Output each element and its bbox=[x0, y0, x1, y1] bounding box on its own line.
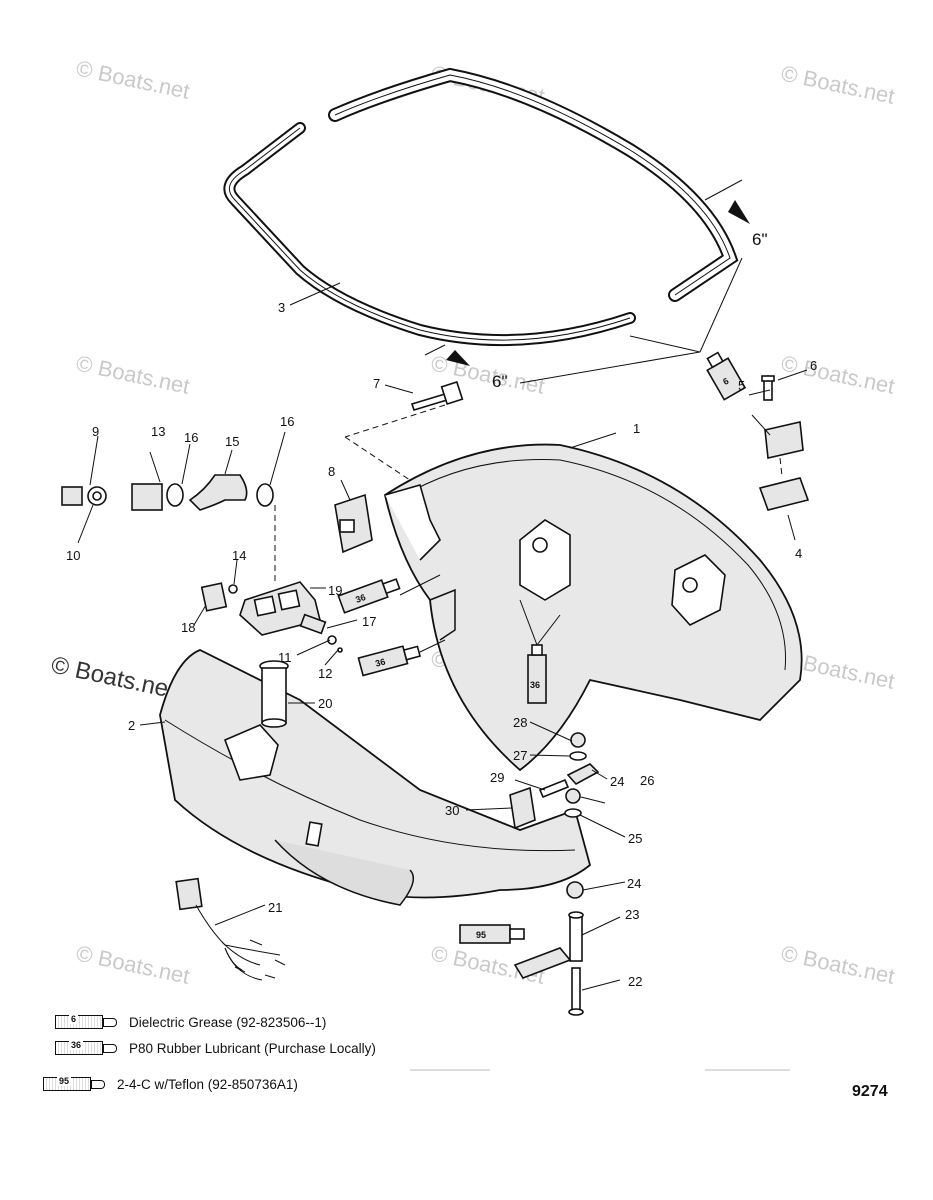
callout-11: 11 bbox=[278, 650, 292, 665]
callout-12: 12 bbox=[318, 666, 332, 681]
callout-28: 28 bbox=[513, 715, 527, 730]
harness-part-21 bbox=[175, 877, 286, 981]
callout-29: 29 bbox=[490, 770, 504, 785]
pivot-parts-22-23 bbox=[513, 911, 584, 1016]
callout-23: 23 bbox=[625, 907, 639, 922]
teflon-tube-icon: 95 bbox=[459, 924, 525, 944]
legend-item: 95 2-4-C w/Teflon (92-850736A1) bbox=[43, 1076, 298, 1092]
callout-18: 18 bbox=[181, 620, 195, 635]
cowl-part-1 bbox=[383, 443, 803, 772]
grommet-part-20 bbox=[259, 660, 289, 728]
fitting-parts-9-10 bbox=[61, 486, 107, 506]
watermark: © Boats.net bbox=[779, 350, 897, 398]
callout-21: 21 bbox=[268, 900, 282, 915]
svg-text:36: 36 bbox=[374, 656, 386, 668]
figure-number: 9274 bbox=[852, 1083, 888, 1100]
svg-text:6: 6 bbox=[721, 376, 730, 387]
lubricant-tube-icon: 36 bbox=[357, 645, 421, 677]
tube-icon: 6 bbox=[55, 1014, 119, 1030]
svg-text:36: 36 bbox=[530, 680, 540, 690]
callout-7: 7 bbox=[373, 376, 380, 391]
tube-icon: 95 bbox=[43, 1076, 107, 1092]
callout-5: 5 bbox=[738, 378, 745, 393]
callout-30: 30 bbox=[445, 803, 459, 818]
latch-part-8 bbox=[334, 493, 373, 554]
callout-15: 15 bbox=[225, 434, 239, 449]
watermark: © Boats.net bbox=[74, 55, 192, 103]
lubricant-tube-icon: 36 bbox=[337, 578, 401, 614]
legend-text: P80 Rubber Lubricant (Purchase Locally) bbox=[129, 1040, 376, 1056]
watermark-dark: © Boats.net bbox=[49, 651, 178, 704]
switch-parts-14-18 bbox=[200, 582, 238, 612]
callout-16: 16 bbox=[280, 414, 294, 429]
watermark: © Boats.net bbox=[74, 350, 192, 398]
watermark: © Boats.net bbox=[779, 60, 897, 108]
screw-part-7 bbox=[410, 380, 464, 411]
callout-1: 1 bbox=[633, 421, 640, 436]
hose-parts-13-15-16 bbox=[131, 474, 274, 511]
callout-24: 24 bbox=[627, 876, 641, 891]
callout-4: 4 bbox=[795, 546, 802, 561]
callout-24: 24 bbox=[610, 774, 624, 789]
callout-25: 25 bbox=[628, 831, 642, 846]
dimension-label: 6" bbox=[492, 372, 508, 391]
dimension-label: 6" bbox=[752, 230, 768, 249]
watermark: © Boats.net bbox=[779, 940, 897, 988]
grease-tube-icon: 6 bbox=[706, 351, 747, 401]
bracket-parts-4-5-6 bbox=[758, 375, 810, 541]
callout-3: 3 bbox=[278, 300, 285, 315]
leader-lines bbox=[77, 282, 808, 991]
watermark: © Boats.net bbox=[74, 940, 192, 988]
lubricant-tube-icon: 36 bbox=[527, 644, 547, 704]
callout-17: 17 bbox=[362, 614, 376, 629]
callout-13: 13 bbox=[151, 424, 165, 439]
tube-icon: 36 bbox=[55, 1040, 119, 1056]
seal-part-3 bbox=[223, 67, 739, 347]
callout-8: 8 bbox=[328, 464, 335, 479]
callout-16: 16 bbox=[184, 430, 198, 445]
legend-item: 6 Dielectric Grease (92-823506--1) bbox=[55, 1014, 326, 1030]
callout-10: 10 bbox=[66, 548, 80, 563]
bracket-part-19 bbox=[239, 581, 321, 636]
svg-text:95: 95 bbox=[476, 930, 486, 940]
svg-text:36: 36 bbox=[354, 592, 367, 605]
callout-14: 14 bbox=[232, 548, 246, 563]
callout-2: 2 bbox=[128, 718, 135, 733]
legend-text: 2-4-C w/Teflon (92-850736A1) bbox=[117, 1076, 298, 1092]
callout-19: 19 bbox=[328, 583, 342, 598]
callout-20: 20 bbox=[318, 696, 332, 711]
legend-item: 36 P80 Rubber Lubricant (Purchase Locall… bbox=[55, 1040, 376, 1056]
small-parts-11-12-17 bbox=[299, 613, 343, 653]
legend-text: Dielectric Grease (92-823506--1) bbox=[129, 1014, 327, 1030]
callout-9: 9 bbox=[92, 424, 99, 439]
callout-26: 26 bbox=[640, 773, 654, 788]
callout-22: 22 bbox=[628, 974, 642, 989]
hardware-parts-24-30 bbox=[509, 732, 600, 899]
callout-numbers: 1 2 3 4 5 6 7 8 9 10 11 12 13 14 15 16 1… bbox=[66, 300, 817, 989]
callout-6: 6 bbox=[810, 358, 817, 373]
dimension-arrows: 6" 6" bbox=[424, 179, 768, 391]
callout-27: 27 bbox=[513, 748, 527, 763]
